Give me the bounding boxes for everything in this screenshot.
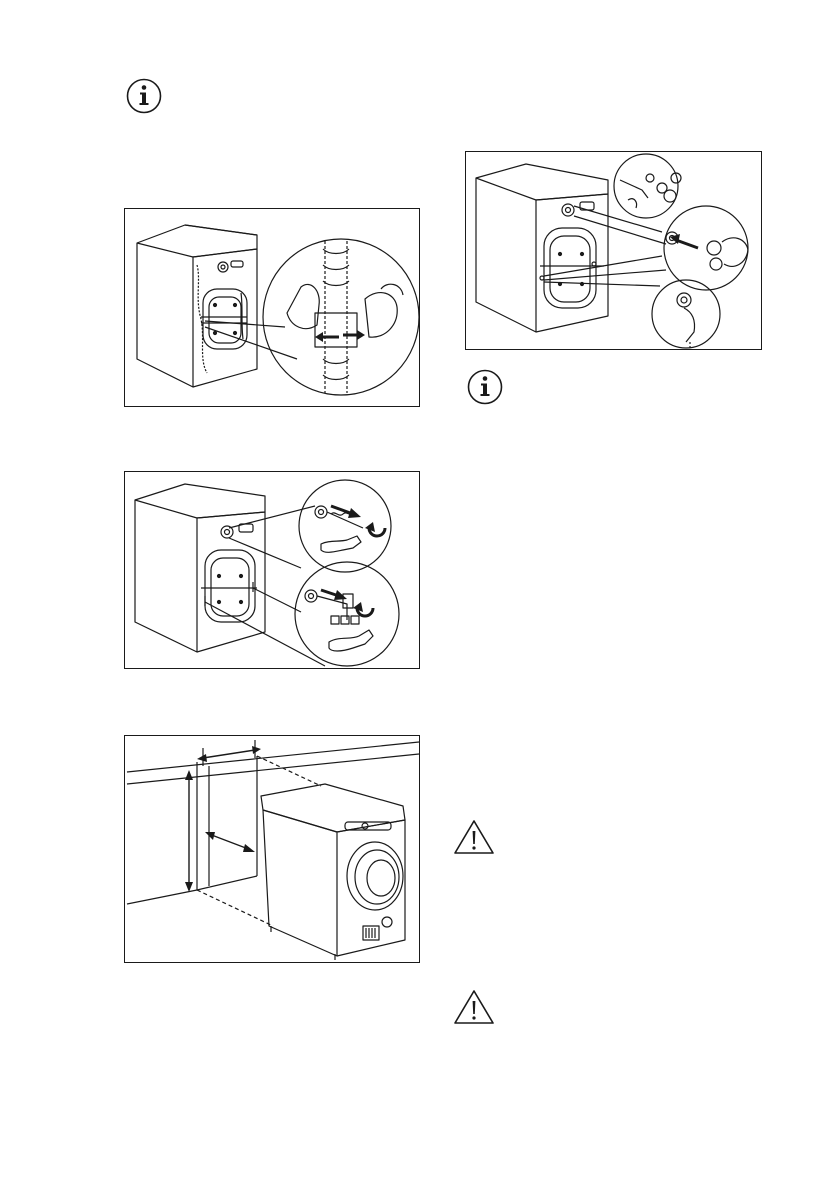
illustration-unscrew-transit-bolts [124, 471, 420, 669]
info-icon [126, 78, 162, 114]
warning-icon [453, 989, 495, 1025]
illustration-install-under-counter [124, 735, 420, 963]
info-icon [467, 369, 503, 405]
warning-icon [453, 819, 495, 855]
illustration-remove-hose-clamp [124, 208, 420, 407]
illustration-fit-plastic-caps [465, 151, 762, 350]
